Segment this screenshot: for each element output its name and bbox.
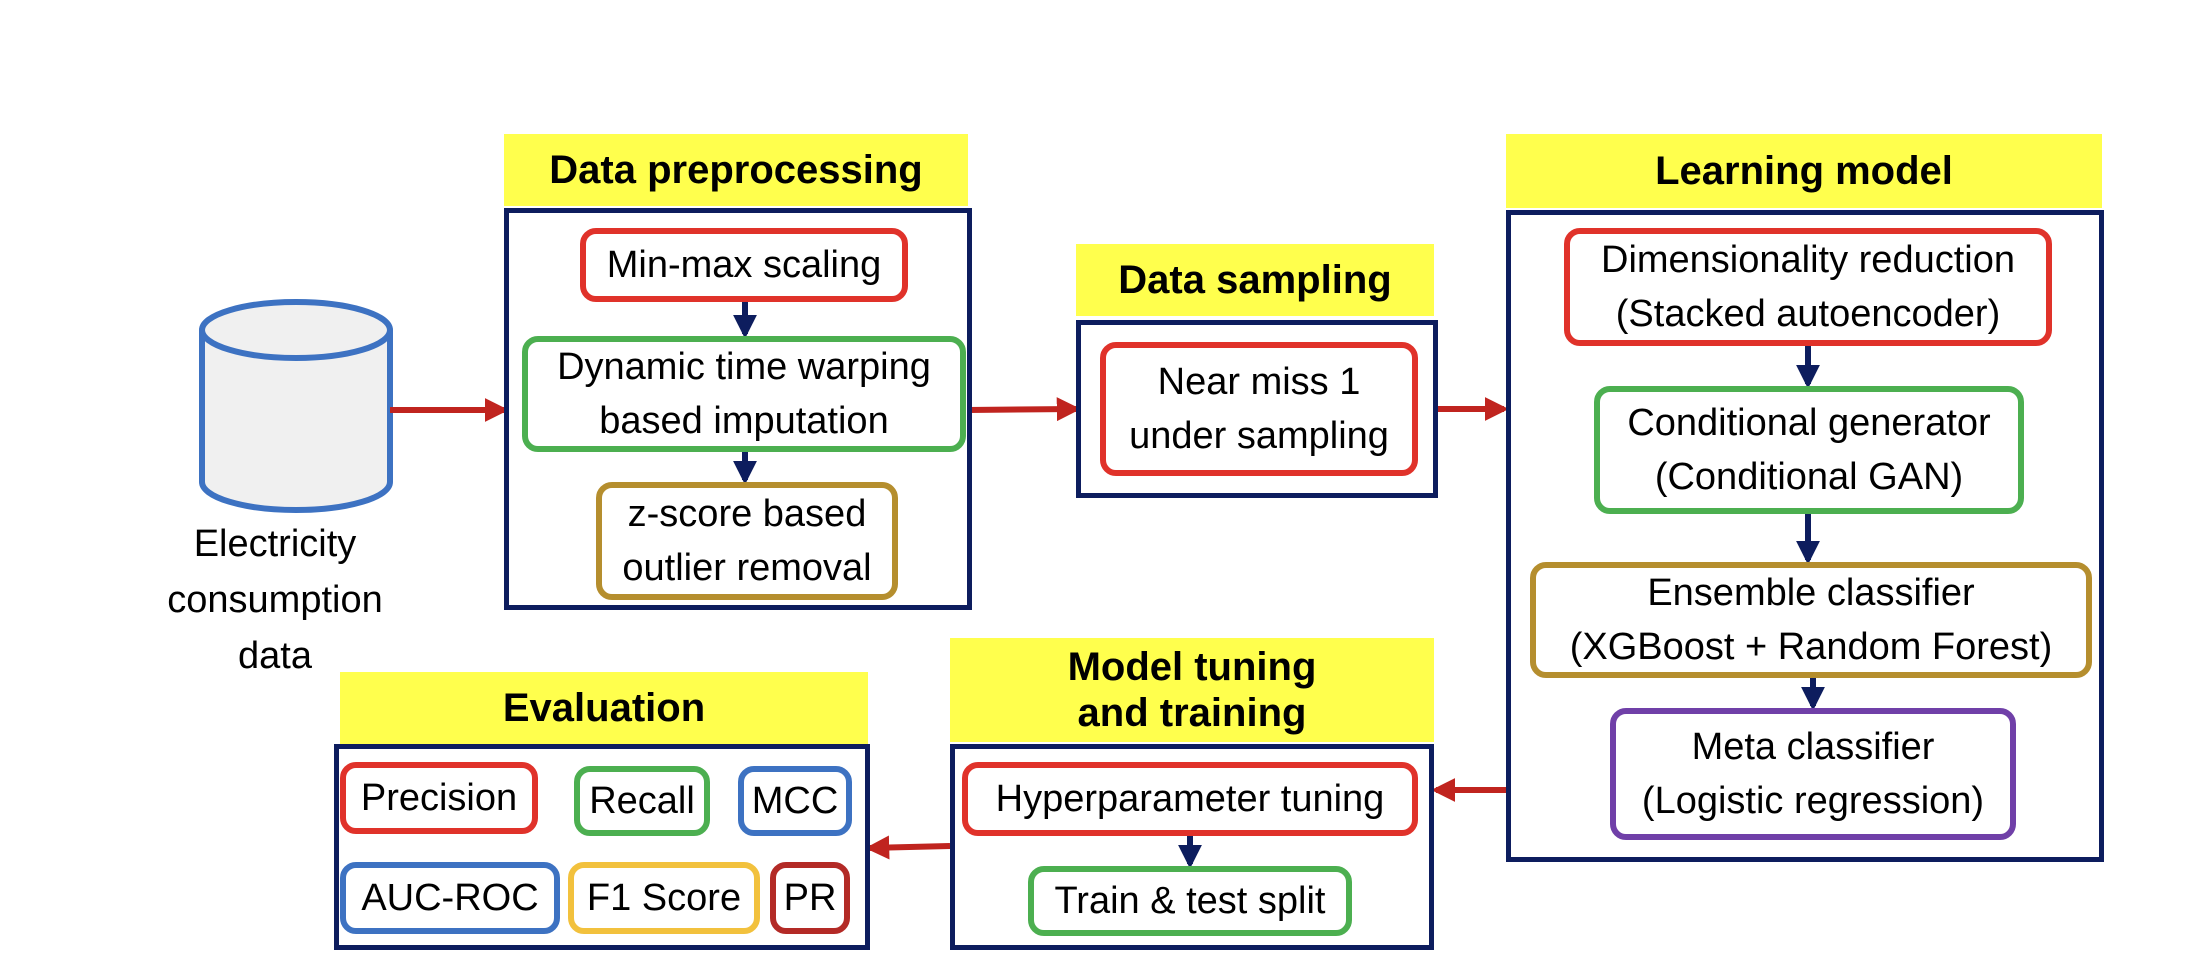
step-label: z-score based <box>627 493 867 535</box>
metric-recall: Recall <box>574 766 710 836</box>
arrow-tuning-to-evaluation <box>865 835 951 860</box>
source-label-line: data <box>238 635 312 677</box>
step-meta-classifier: Meta classifier (Logistic regression) <box>1610 708 2016 840</box>
evaluation-panel <box>334 744 870 950</box>
step-label: (Stacked autoencoder) <box>1615 293 2001 335</box>
step-hyperparameter-tuning: Hyperparameter tuning <box>962 762 1418 836</box>
step-conditional-generator: Conditional generator (Conditional GAN) <box>1594 386 2024 514</box>
metric-pr: PR <box>770 862 850 934</box>
metric-label: Recall <box>589 780 695 822</box>
step-ensemble-classifier: Ensemble classifier (XGBoost + Random Fo… <box>1530 562 2092 678</box>
step-label: Min-max scaling <box>606 244 882 286</box>
step-label: (XGBoost + Random Forest) <box>1569 626 2053 668</box>
step-label: Meta classifier <box>1691 726 1935 768</box>
step-label: based imputation <box>599 400 889 442</box>
step-label: Ensemble classifier <box>1647 572 1975 614</box>
step-label: Dynamic time warping <box>557 346 931 388</box>
source-label-line: Electricity <box>193 523 357 565</box>
database-icon <box>199 299 393 513</box>
step-minmax-scaling: Min-max scaling <box>580 228 908 302</box>
evaluation-title: Evaluation <box>340 672 868 744</box>
source-label-line: consumption <box>167 579 383 621</box>
source-label: Electricity consumption data <box>140 516 410 684</box>
preprocessing-panel <box>504 208 972 610</box>
step-label: outlier removal <box>622 547 872 589</box>
step-zscore-outlier: z-score based outlier removal <box>596 482 898 600</box>
learning-panel <box>1506 210 2104 862</box>
metric-label: AUC-ROC <box>361 877 539 919</box>
sampling-title: Data sampling <box>1076 244 1434 316</box>
step-label: (Logistic regression) <box>1641 780 1985 822</box>
metric-label: F1 Score <box>586 877 742 919</box>
metric-label: PR <box>783 877 837 919</box>
step-near-miss: Near miss 1 under sampling <box>1100 342 1418 476</box>
sampling-panel <box>1076 320 1438 498</box>
step-dimensionality-reduction: Dimensionality reduction (Stacked autoen… <box>1564 228 2052 346</box>
step-dtw-imputation: Dynamic time warping based imputation <box>522 336 966 452</box>
tuning-title: Model tuning and training <box>950 638 1434 742</box>
metric-f1-score: F1 Score <box>568 862 760 934</box>
preprocessing-title: Data preprocessing <box>504 134 968 206</box>
step-train-test-split: Train & test split <box>1028 866 1352 936</box>
metric-label: MCC <box>751 780 839 822</box>
arrow-preprocessing-to-sampling <box>967 397 1081 422</box>
step-label: Near miss 1 <box>1157 361 1361 403</box>
step-label: under sampling <box>1129 415 1389 457</box>
step-label: Dimensionality reduction <box>1601 239 2015 281</box>
step-label: (Conditional GAN) <box>1654 456 1964 498</box>
step-label: Hyperparameter tuning <box>995 778 1385 820</box>
step-label: Conditional generator <box>1627 402 1991 444</box>
metric-auc-roc: AUC-ROC <box>340 862 560 934</box>
step-label: Train & test split <box>1054 880 1326 922</box>
metric-precision: Precision <box>340 762 538 834</box>
learning-title: Learning model <box>1506 134 2102 208</box>
tuning-panel <box>950 744 1434 950</box>
metric-mcc: MCC <box>738 766 852 836</box>
metric-label: Precision <box>360 777 518 819</box>
